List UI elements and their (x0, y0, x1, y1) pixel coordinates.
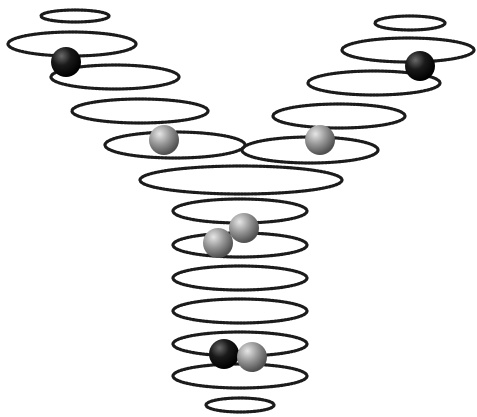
ring-junction (140, 166, 342, 194)
ring-stem-6 (173, 364, 307, 388)
ring-stem-4 (173, 299, 307, 323)
ring-right-1 (375, 16, 445, 30)
sphere-right-arm-gray (305, 125, 335, 155)
sphere-stem-lower-gray (237, 342, 267, 372)
sphere-stem-upper-1 (229, 213, 259, 243)
sphere-left-arm-dark (51, 47, 81, 77)
sphere-stem-lower-dark (209, 339, 239, 369)
ring-left-1 (41, 10, 109, 22)
sphere-right-arm-dark (405, 51, 435, 81)
ring-stem-7 (206, 398, 274, 412)
ring-stem-3 (173, 266, 307, 290)
ring-left-4 (72, 99, 208, 123)
sphere-left-arm-gray (149, 125, 179, 155)
sphere-stem-upper-2 (203, 228, 233, 258)
ring-right-4 (273, 104, 405, 128)
